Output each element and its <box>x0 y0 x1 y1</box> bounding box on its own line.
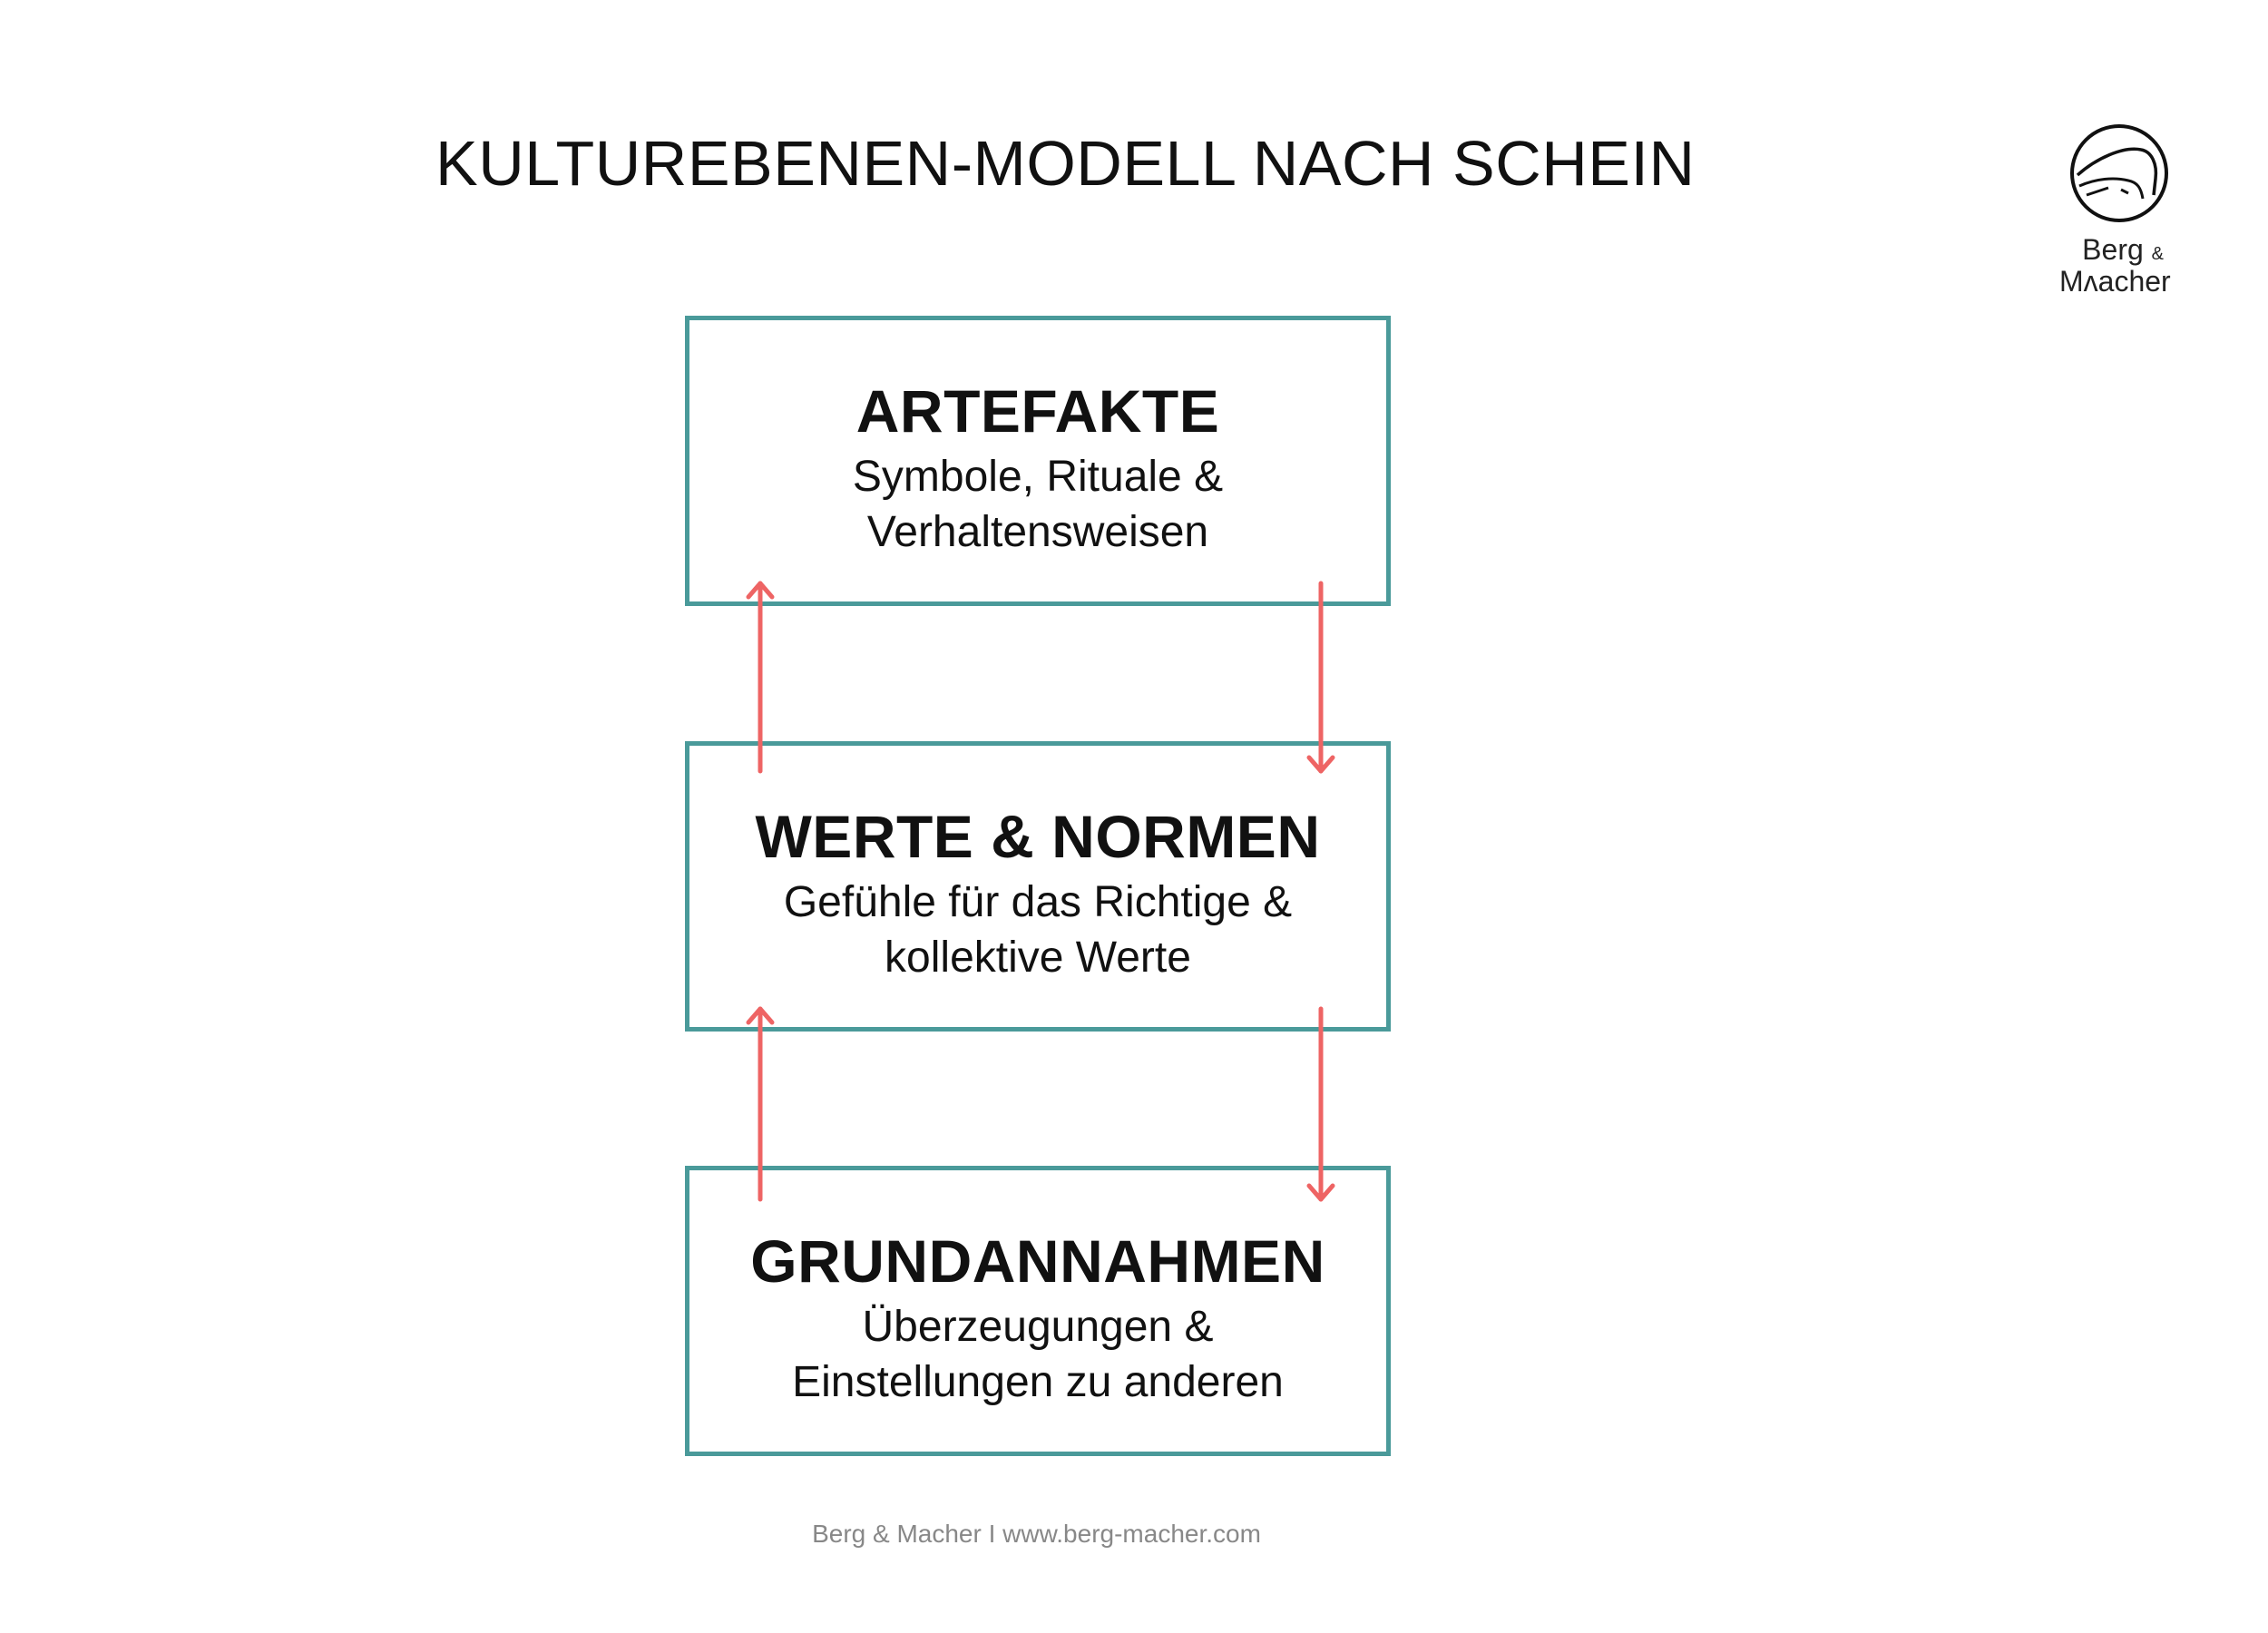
level-heading: ARTEFAKTE <box>855 377 1220 445</box>
logo-wordmark: Berg & Mʌacher <box>2046 233 2173 298</box>
logo-ampersand: & <box>2151 244 2164 264</box>
level-box-grundannahmen: GRUNDANNAHMEN Überzeugungen & Einstellun… <box>685 1166 1391 1456</box>
brand-logo: Berg & Mʌacher <box>2046 122 2173 304</box>
arrow-down-werte-to-grundannahmen <box>1306 1006 1335 1202</box>
mountain-circle-icon <box>2070 124 2168 222</box>
page-title: KULTUREBENEN-MODELL NACH SCHEIN <box>435 128 1696 199</box>
level-description-line: Gefühle für das Richtige & <box>783 878 1293 926</box>
level-description-line: kollektive Werte <box>885 934 1191 982</box>
level-description-line: Verhaltensweisen <box>866 508 1209 556</box>
level-description-line: Einstellungen zu anderen <box>792 1358 1284 1406</box>
footer-credit: Berg & Macher I www.berg-macher.com <box>812 1520 1261 1548</box>
arrow-up-grundannahmen-to-werte <box>746 1006 775 1202</box>
logo-word-macher: Mʌacher <box>2059 265 2171 298</box>
logo-word-berg: Berg <box>2082 233 2144 266</box>
level-description-line: Überzeugungen & <box>862 1303 1214 1351</box>
level-description-line: Symbole, Rituale & <box>852 453 1224 501</box>
arrow-down-artefakte-to-werte <box>1306 581 1335 774</box>
level-heading: WERTE & NORMEN <box>755 803 1321 870</box>
level-heading: GRUNDANNAHMEN <box>750 1227 1325 1295</box>
level-box-werte-normen: WERTE & NORMEN Gefühle für das Richtige … <box>685 741 1391 1032</box>
arrow-up-werte-to-artefakte <box>746 581 775 774</box>
level-box-artefakte: ARTEFAKTE Symbole, Rituale & Verhaltensw… <box>685 316 1391 606</box>
